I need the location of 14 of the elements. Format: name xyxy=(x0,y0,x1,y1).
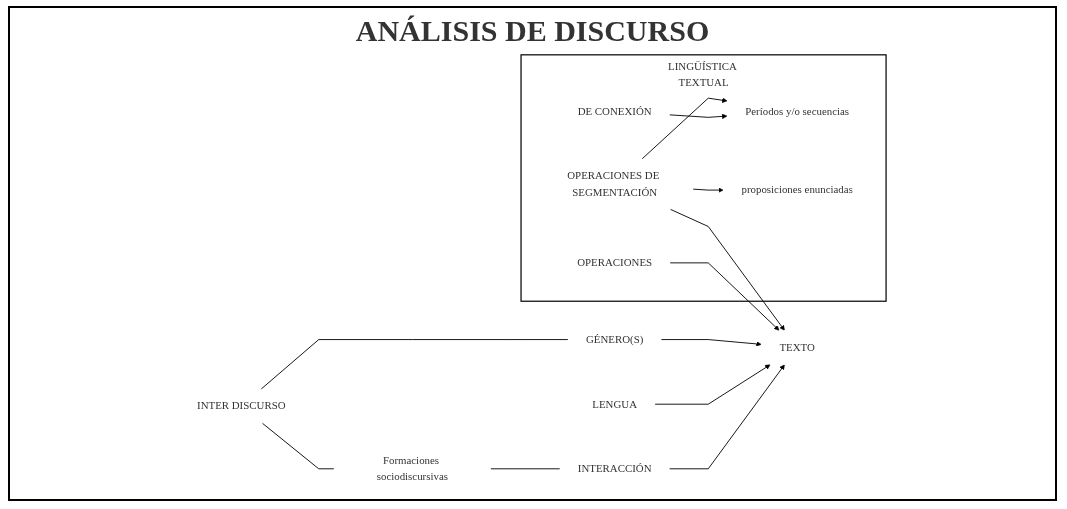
node-text: TEXTO xyxy=(779,341,815,354)
node-text: INTER DISCURSO xyxy=(197,399,286,412)
connector xyxy=(262,422,335,470)
node-text: DE CONEXIÓN xyxy=(577,104,652,118)
diagram-title: ANÁLISIS DE DISCURSO xyxy=(355,14,710,48)
node-text: OPERACIONES DE SEGMENTACIÓN xyxy=(567,169,660,198)
connector xyxy=(260,339,569,390)
node-text: GÉNERO(S) xyxy=(585,333,644,346)
node-text: Períodos y/o secuencias xyxy=(745,104,850,118)
node-text: proposiciones enunciadas xyxy=(741,183,853,196)
node-text: INTERACCIÓN xyxy=(577,462,652,475)
node-text: LENGUA xyxy=(592,397,637,410)
node-text: Formaciones sociodiscursivas xyxy=(376,454,448,483)
node-text: OPERACIONES xyxy=(577,256,653,269)
